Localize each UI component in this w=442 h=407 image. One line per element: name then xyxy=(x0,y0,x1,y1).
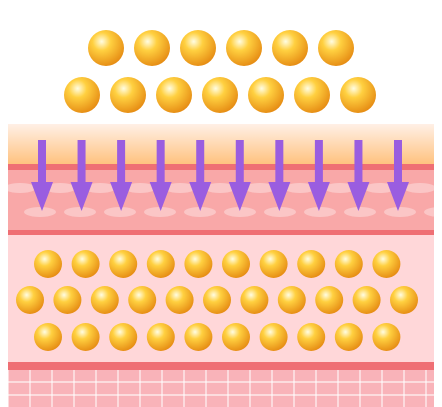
molecule-sphere xyxy=(277,286,306,314)
molecule-sphere xyxy=(34,323,62,351)
epidermis-cells xyxy=(4,183,442,217)
molecule-sphere xyxy=(180,30,216,66)
molecule-sphere xyxy=(110,77,146,113)
molecule-sphere xyxy=(334,323,363,351)
molecule-sphere xyxy=(272,30,308,66)
lower-dermis-line xyxy=(8,362,434,370)
epidermis-cell xyxy=(404,183,436,193)
epidermis-cell xyxy=(284,183,316,193)
epidermis-cell xyxy=(104,207,136,217)
molecule-sphere xyxy=(315,286,344,314)
epidermis-cell xyxy=(64,207,96,217)
epidermis-cell xyxy=(4,183,36,193)
epidermis-band xyxy=(8,166,434,234)
molecule-sphere xyxy=(318,30,354,66)
molecule-sphere xyxy=(203,286,231,314)
epidermis-cell xyxy=(184,207,216,217)
molecule-sphere xyxy=(128,286,157,314)
down-arrow xyxy=(228,140,251,211)
epidermis-cell xyxy=(224,207,256,217)
down-arrow xyxy=(268,140,291,211)
molecule-sphere xyxy=(202,77,238,113)
molecule-sphere xyxy=(90,286,119,314)
molecule-sphere xyxy=(294,77,330,113)
epidermis-cell xyxy=(344,207,376,217)
epidermis-cell xyxy=(264,207,296,217)
down-arrow xyxy=(347,140,370,211)
molecule-sphere xyxy=(109,250,138,278)
molecule-sphere xyxy=(88,30,124,66)
epidermis-cell xyxy=(244,183,276,193)
epidermis-cell xyxy=(124,183,156,193)
molecule-sphere xyxy=(109,323,138,351)
epidermis-bottom-line xyxy=(8,230,434,235)
molecule-sphere xyxy=(134,30,170,66)
epidermis-cell xyxy=(44,183,76,193)
subcutaneous-grid-lines xyxy=(7,370,434,407)
molecule-sphere xyxy=(184,250,213,278)
epidermis-cell xyxy=(424,207,442,217)
molecule-sphere xyxy=(297,323,326,351)
molecules-in-skin xyxy=(16,250,418,351)
epidermis-cell xyxy=(24,207,56,217)
molecule-sphere xyxy=(146,323,175,351)
down-arrow xyxy=(149,140,172,211)
molecule-sphere xyxy=(222,250,250,278)
molecule-sphere xyxy=(226,30,262,66)
molecule-sphere xyxy=(34,250,62,278)
molecule-sphere xyxy=(53,286,82,314)
molecule-sphere xyxy=(240,286,269,314)
down-arrow xyxy=(387,140,409,211)
epidermis-cell xyxy=(84,183,116,193)
epidermis-cell xyxy=(204,183,236,193)
molecule-sphere xyxy=(16,286,44,314)
epidermis-cell xyxy=(304,207,336,217)
molecule-sphere xyxy=(248,77,284,113)
molecule-sphere xyxy=(71,323,100,351)
molecule-sphere xyxy=(372,250,401,278)
subcutaneous-grid-band xyxy=(8,370,434,407)
epidermis-cell xyxy=(364,183,396,193)
molecule-sphere xyxy=(71,250,100,278)
molecule-sphere xyxy=(372,323,401,351)
down-arrow xyxy=(307,140,330,211)
molecule-sphere xyxy=(222,323,250,351)
molecules-above-skin xyxy=(64,30,376,113)
epidermis-cell xyxy=(164,183,196,193)
molecule-sphere xyxy=(297,250,326,278)
molecule-sphere xyxy=(165,286,194,314)
molecule-sphere xyxy=(184,323,213,351)
molecule-sphere xyxy=(340,77,376,113)
down-arrow xyxy=(70,140,93,211)
molecule-sphere xyxy=(390,286,418,314)
molecule-sphere xyxy=(156,77,192,113)
molecule-sphere xyxy=(64,77,100,113)
down-arrow xyxy=(31,140,53,211)
molecule-sphere xyxy=(259,323,288,351)
epidermis-top-line xyxy=(8,164,434,170)
epidermis-cell xyxy=(324,183,356,193)
molecule-sphere xyxy=(352,286,381,314)
epidermis-cell xyxy=(144,207,176,217)
down-arrow xyxy=(189,140,212,211)
molecule-sphere xyxy=(146,250,175,278)
molecule-sphere xyxy=(259,250,288,278)
molecule-sphere xyxy=(334,250,363,278)
epidermis-cell xyxy=(384,207,416,217)
down-arrow xyxy=(110,140,133,211)
absorption-arrows xyxy=(31,140,409,211)
stratum-corneum-band xyxy=(8,124,434,166)
